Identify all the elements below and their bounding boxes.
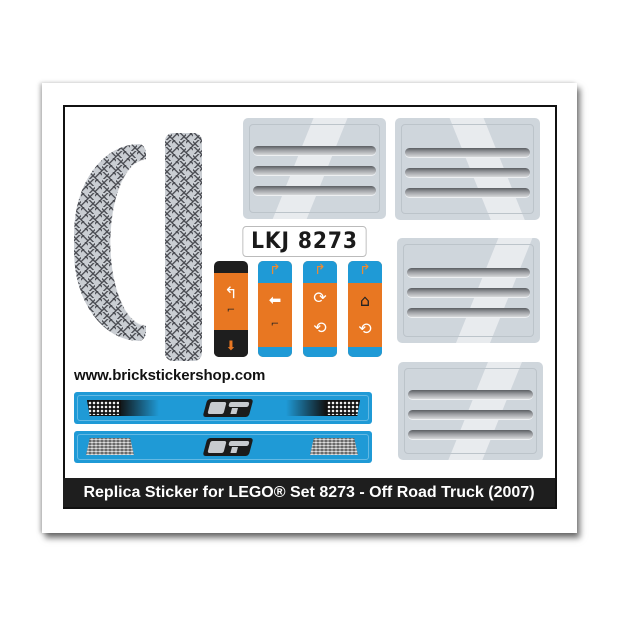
left-arrow-icon: ⬅ — [268, 291, 282, 309]
footer-title: Replica Sticker for LEGO® Set 8273 - Off… — [83, 484, 535, 501]
blue-strip-sticker-1 — [74, 392, 372, 424]
grille-fade-right — [286, 400, 326, 416]
crane-icon: ⌂ — [359, 291, 371, 310]
down-arrow-icon: ⬇ — [225, 339, 237, 354]
rotate-arrow-icon: ⟲ — [358, 319, 372, 338]
vent-panel-top-right — [395, 118, 540, 220]
bucket-icon: ⌐ — [226, 305, 236, 316]
vent-panel-middle-right — [397, 238, 540, 343]
footer-banner — [63, 478, 555, 507]
vent-panel-top-left — [243, 118, 386, 219]
lever-sticker-4: ↱ ⌂ ⟲ — [348, 261, 382, 357]
blue-strip-sticker-2 — [74, 431, 372, 463]
lever-sticker-3: ↱ ⟳ ⟲ — [303, 261, 337, 357]
tread-plate-strip-sticker — [165, 133, 202, 361]
rotate-arrow-icon: ⟲ — [313, 318, 327, 337]
grille-right — [326, 400, 360, 416]
mesh-grille-left — [86, 438, 134, 455]
turn-arrow-icon: ↱ — [269, 262, 281, 278]
lever-sticker-2: ↱ ⬅ ⌐ — [258, 261, 292, 357]
banner-studs — [63, 471, 555, 480]
rotate-arrows-icon: ⟳ — [313, 288, 327, 307]
website-url: www.brickstickershop.com — [74, 367, 266, 384]
grille-left — [87, 400, 121, 416]
gt-logo-icon — [202, 438, 254, 456]
grille-fade-left — [119, 400, 159, 416]
turn-arrow-icon: ↱ — [314, 262, 326, 278]
license-plate-sticker: LKJ 8273 — [242, 226, 367, 257]
turn-arrow-icon: ↱ — [359, 262, 371, 278]
vent-panel-bottom-right — [398, 362, 543, 460]
mesh-grille-right — [310, 438, 358, 455]
lever-sticker-1: ↰ ⌐ ⬇ — [214, 261, 248, 357]
bucket-icon: ⌐ — [270, 319, 280, 330]
gt-logo-icon — [202, 399, 254, 417]
curved-arrow-icon: ↰ — [224, 283, 238, 302]
